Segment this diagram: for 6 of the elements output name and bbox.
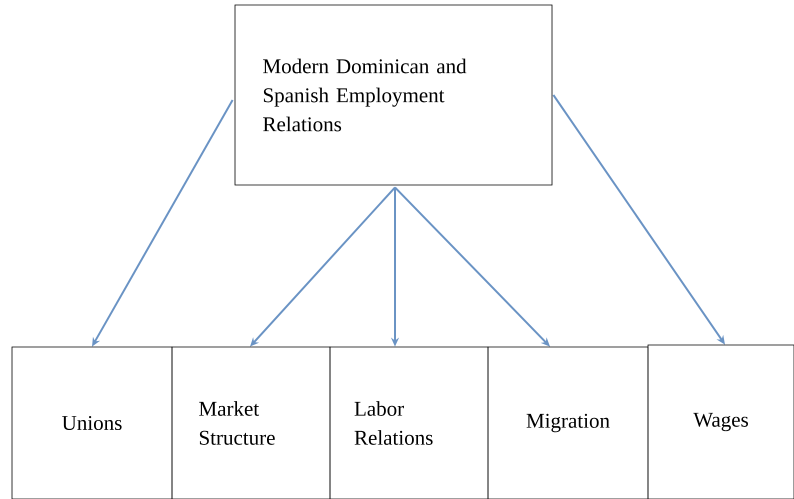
topic-box: Wages <box>648 344 794 499</box>
topic-box: Migration <box>488 346 648 499</box>
topic-box: Unions <box>12 346 172 499</box>
title-box: Modern Dominican and Spanish Employment Relations <box>234 4 552 186</box>
topic-box: Labor Relations <box>330 346 488 499</box>
topic-box: Market Structure <box>172 346 330 499</box>
